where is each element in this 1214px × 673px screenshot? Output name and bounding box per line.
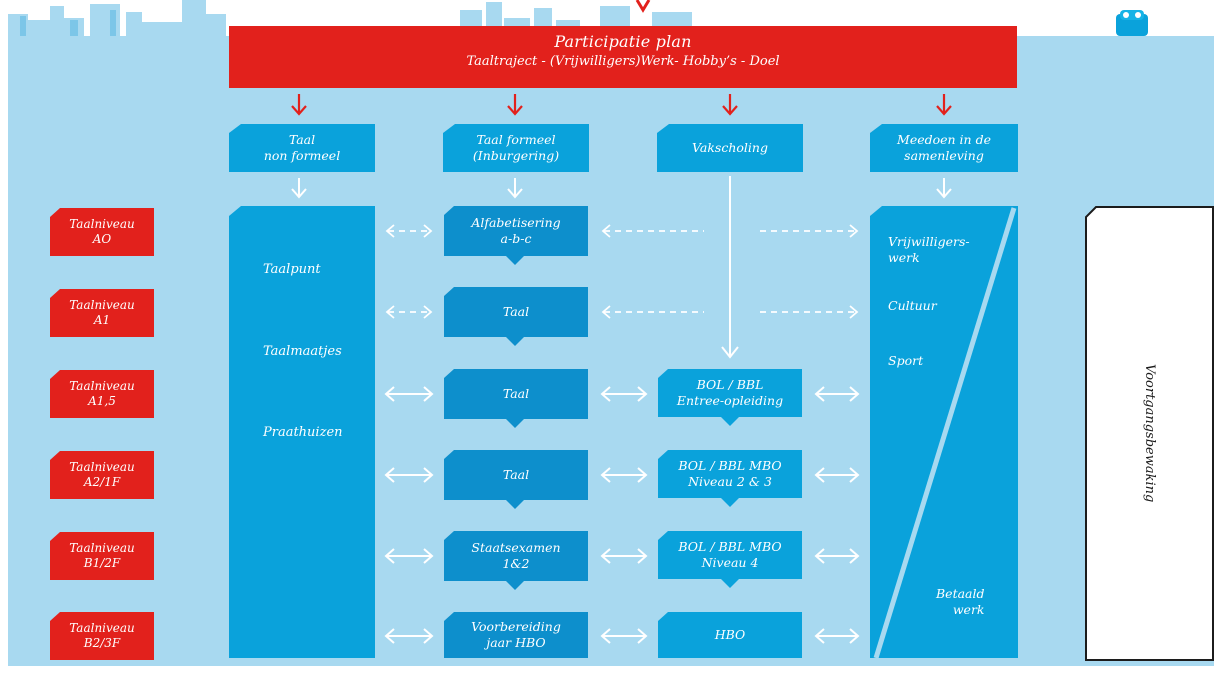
box-notch xyxy=(721,579,739,588)
progress-label: Voortgangsbewaking xyxy=(1142,364,1157,503)
box-notch xyxy=(506,337,524,346)
double-arrow-icon xyxy=(384,386,434,402)
vocational-step-label: BOL / BBL MBO Niveau 4 xyxy=(678,539,782,570)
formal-step-taal-a1: Taal xyxy=(444,287,588,337)
red-arrow-icon xyxy=(722,94,738,116)
category-meedoen-samenleving: Meedoen in de samenleving xyxy=(870,124,1018,172)
header-subtitle: Taaltraject - (Vrijwilligers)Werk- Hobby… xyxy=(466,54,780,69)
double-arrow-icon xyxy=(814,386,860,402)
vocational-step-hbo: HBO xyxy=(658,612,802,658)
vocational-step-mbo-2-3: BOL / BBL MBO Niveau 2 & 3 xyxy=(658,450,802,498)
box-notch xyxy=(721,417,739,426)
red-arrow-icon xyxy=(291,94,307,116)
formal-step-voorbereiding-hbo: Voorbereiding jaar HBO xyxy=(444,612,588,658)
double-arrow-icon xyxy=(384,467,434,483)
white-down-arrow-icon xyxy=(291,178,307,199)
vocational-step-mbo-4: BOL / BBL MBO Niveau 4 xyxy=(658,531,802,579)
level-text: Taalniveau B2/3F xyxy=(69,621,135,650)
society-item-cultuur: Cultuur xyxy=(888,298,937,313)
formal-step-label: Staatsexamen 1&2 xyxy=(471,540,561,571)
box-notch xyxy=(721,498,739,507)
red-arrow-icon xyxy=(936,94,952,116)
category-label: Taal non formeel xyxy=(263,132,341,163)
vocational-step-label: BOL / BBL MBO Niveau 2 & 3 xyxy=(678,458,782,489)
category-label: Meedoen in de samenleving xyxy=(897,132,991,163)
formal-step-taal-a2: Taal xyxy=(444,450,588,500)
non-formal-item-taalpunt: Taalpunt xyxy=(263,262,321,277)
level-label-a0: Taalniveau AO xyxy=(50,208,154,256)
double-arrow-icon xyxy=(600,628,648,644)
level-label-a1-5: Taalniveau A1,5 xyxy=(50,370,154,418)
white-down-arrow-icon xyxy=(507,178,523,199)
category-label: Vakscholing xyxy=(692,140,768,156)
vakscholing-long-arrow-icon xyxy=(721,176,739,359)
formal-step-label: Taal xyxy=(502,304,530,320)
formal-step-label: Alfabetisering a-b-c xyxy=(471,215,561,246)
society-item-betaald-werk: Betaald werk xyxy=(936,586,985,618)
category-vakscholing: Vakscholing xyxy=(657,124,803,172)
double-arrow-icon xyxy=(814,467,860,483)
category-taal-formeel: Taal formeel (Inburgering) xyxy=(443,124,589,172)
progress-box-outline xyxy=(1085,206,1214,661)
level-text: Taalniveau A1 xyxy=(69,298,135,327)
double-arrow-icon xyxy=(814,548,860,564)
box-notch xyxy=(506,256,524,265)
box-notch xyxy=(506,500,524,509)
level-text: Taalniveau B1/2F xyxy=(69,541,135,570)
formal-step-staatsexamen: Staatsexamen 1&2 xyxy=(444,531,588,581)
header-title: Participatie plan xyxy=(554,32,692,51)
formal-step-label: Taal xyxy=(502,467,530,483)
formal-step-label: Taal xyxy=(502,386,530,402)
white-down-arrow-icon xyxy=(936,178,952,199)
double-arrow-icon xyxy=(814,628,860,644)
box-notch xyxy=(506,419,524,428)
non-formal-item-praathuizen: Praathuizen xyxy=(263,425,343,440)
level-label-b2-3f: Taalniveau B2/3F xyxy=(50,612,154,660)
formal-step-label: Voorbereiding jaar HBO xyxy=(471,619,561,650)
double-arrow-icon xyxy=(600,386,648,402)
level-text: Taalniveau A1,5 xyxy=(69,379,135,408)
society-item-sport: Sport xyxy=(888,353,924,368)
red-arrow-icon xyxy=(507,94,523,116)
red-down-arrows xyxy=(291,94,952,116)
double-arrow-icon xyxy=(600,467,648,483)
vocational-step-entree: BOL / BBL Entree-opleiding xyxy=(658,369,802,417)
level-label-a1: Taalniveau A1 xyxy=(50,289,154,337)
double-arrow-icon xyxy=(384,628,434,644)
level-text: Taalniveau AO xyxy=(69,217,135,246)
vocational-step-label: BOL / BBL Entree-opleiding xyxy=(676,377,784,408)
level-label-a2-1f: Taalniveau A2/1F xyxy=(50,451,154,499)
non-formal-column xyxy=(229,206,375,658)
vocational-step-label: HBO xyxy=(714,627,746,643)
formal-step-alfabetisering: Alfabetisering a-b-c xyxy=(444,206,588,256)
robot-icon xyxy=(1116,10,1148,36)
double-arrow-icon xyxy=(600,548,648,564)
level-label-b1-2f: Taalniveau B1/2F xyxy=(50,532,154,580)
box-notch xyxy=(506,581,524,590)
level-text: Taalniveau A2/1F xyxy=(69,460,135,489)
category-taal-non-formeel: Taal non formeel xyxy=(229,124,375,172)
society-item-vrijwilligerswerk: Vrijwilligers- werk xyxy=(888,234,970,266)
non-formal-item-taalmaatjes: Taalmaatjes xyxy=(263,344,342,359)
double-arrow-icon xyxy=(384,548,434,564)
progress-monitoring-box: Voortgangsbewaking xyxy=(1085,206,1214,661)
society-column xyxy=(870,206,1018,658)
participation-plan-header: Participatie plan Taaltraject - (Vrijwil… xyxy=(229,26,1017,88)
formal-step-taal-a1-5: Taal xyxy=(444,369,588,419)
category-label: Taal formeel (Inburgering) xyxy=(472,132,560,163)
